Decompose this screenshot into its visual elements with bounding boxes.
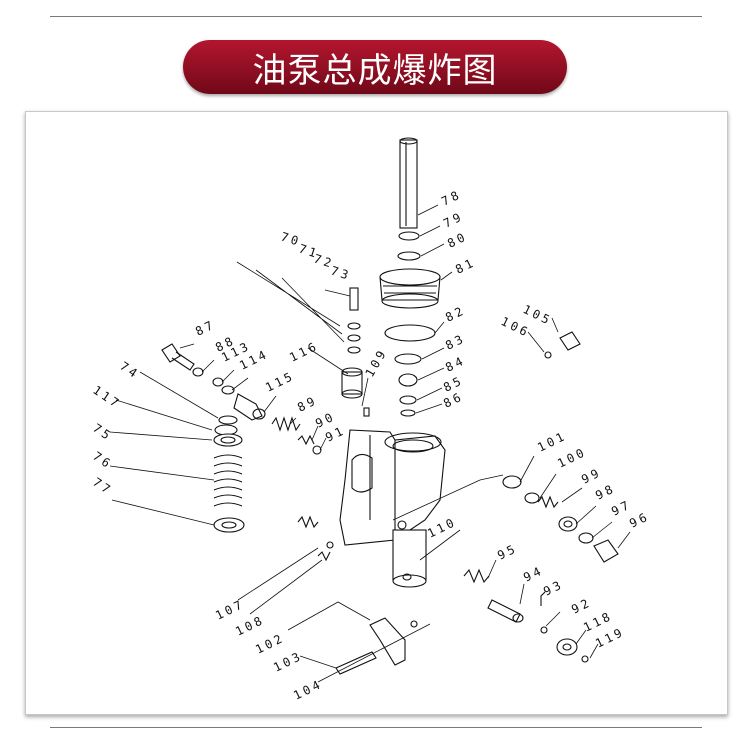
part-label: 78 (439, 187, 464, 209)
part-label: 103 (271, 649, 305, 675)
spring-99 (537, 495, 559, 509)
ring-70 (347, 346, 361, 354)
pin-109 (363, 407, 370, 417)
ring-79 (398, 231, 420, 241)
cylinder-110 (392, 529, 427, 588)
part-label: 92 (569, 595, 594, 617)
part-label: 75 (90, 421, 115, 444)
spring-90 (297, 434, 315, 446)
ring-72 (347, 322, 361, 330)
part-label: 86 (441, 389, 466, 411)
pin-73 (349, 287, 359, 311)
top-divider (50, 16, 702, 17)
part-label: 94 (521, 563, 546, 585)
part-label: 74 (117, 359, 142, 382)
part-100 (524, 492, 540, 504)
part-label: 116 (287, 339, 321, 365)
shaft-78 (399, 137, 418, 229)
nut-118 (556, 638, 578, 656)
part-label: 104 (291, 677, 325, 703)
part-label: 73 (329, 264, 353, 284)
part-label: 95 (495, 541, 520, 563)
plug-96 (593, 539, 619, 563)
part-label: 79 (441, 209, 466, 231)
nut-88 (192, 367, 204, 377)
small-spring (297, 515, 319, 529)
washer-75 (213, 433, 243, 447)
ring-83 (394, 353, 422, 365)
diagram-frame (25, 111, 728, 715)
part-label: 71 (297, 242, 321, 262)
ring-80 (397, 251, 421, 261)
part-label: 98 (593, 481, 618, 503)
part-label: 100 (555, 445, 589, 471)
part-108 (317, 551, 331, 562)
part-label: 106 (499, 314, 533, 340)
spring-89 (271, 416, 301, 432)
part-label: 81 (453, 255, 478, 277)
part-label: 101 (535, 429, 569, 455)
part-label: 102 (253, 631, 287, 657)
part-label: 108 (233, 613, 267, 639)
part-label: 115 (263, 369, 297, 395)
part-93 (540, 591, 546, 606)
ring-74 (218, 415, 238, 425)
ring-119 (581, 655, 589, 663)
ring-97 (578, 532, 594, 544)
part-label: 82 (443, 303, 468, 325)
title-banner: 油泵总成爆炸图 (183, 40, 567, 94)
part-label: 70 (279, 230, 303, 250)
plug-105 (559, 331, 581, 351)
ring-106 (544, 351, 552, 359)
pump-body (339, 429, 446, 546)
part-label: 107 (213, 597, 247, 623)
part-107 (326, 541, 334, 549)
ring-114 (221, 385, 235, 395)
part-label: 72 (312, 252, 336, 272)
part-84 (398, 373, 418, 387)
part-label: 87 (193, 317, 218, 339)
spring-76 (213, 454, 243, 507)
part-label: 93 (541, 577, 566, 599)
ring-71 (347, 334, 361, 342)
seal-82 (384, 324, 436, 342)
washer-77 (213, 517, 245, 533)
valve-94 (487, 599, 524, 623)
ring-86 (400, 409, 416, 417)
part-label: 89 (295, 393, 320, 415)
ring-92 (540, 626, 548, 634)
part-label: 117 (90, 383, 123, 412)
part-label: 97 (609, 497, 634, 519)
spring-95 (463, 568, 490, 584)
part-label: 84 (443, 353, 468, 375)
bracket-102 (369, 617, 406, 666)
part-label: 110 (425, 515, 459, 541)
part-101 (502, 475, 522, 489)
page-title: 油泵总成爆炸图 (252, 50, 498, 91)
part-label: 99 (579, 465, 604, 487)
valve-115 (233, 393, 266, 421)
pin-103 (335, 651, 377, 675)
ring-117 (214, 424, 238, 436)
ring-113 (212, 377, 224, 387)
ring-104 (410, 620, 418, 628)
part-label: 83 (443, 331, 468, 353)
bolt-87 (161, 343, 195, 371)
bottom-divider (50, 727, 702, 728)
ball-91 (312, 445, 322, 455)
part-98 (558, 516, 578, 532)
sleeve-116 (341, 367, 363, 399)
cap-81 (379, 268, 441, 309)
part-label: 96 (627, 509, 652, 531)
leader-lines (109, 204, 631, 683)
ring-85 (399, 395, 417, 405)
part-label: 109 (362, 346, 389, 380)
part-label: 80 (445, 229, 470, 251)
part-label: 76 (90, 449, 115, 472)
part-label: 77 (90, 475, 115, 498)
